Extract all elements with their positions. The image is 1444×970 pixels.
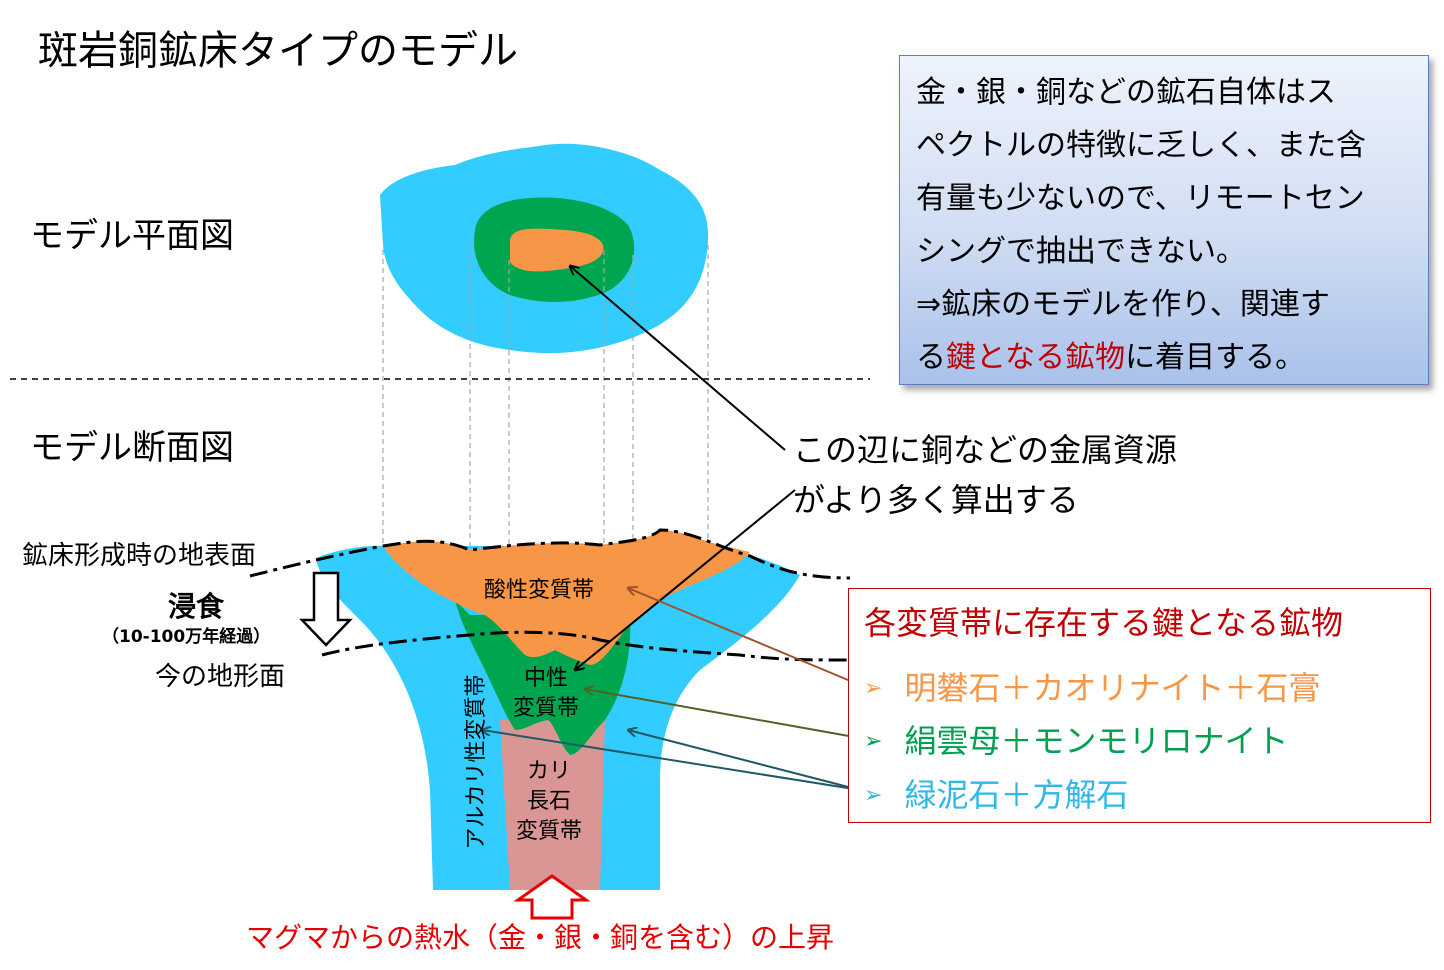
present-surface-line bbox=[321, 630, 851, 662]
note-key-mineral-highlight: 鍵となる鉱物 bbox=[946, 340, 1126, 375]
section-orange-zone bbox=[383, 530, 750, 665]
metal-resource-callout: この辺に銅などの金属資源 がより多く算出する bbox=[793, 425, 1177, 525]
plan-view-label: モデル平面図 bbox=[30, 216, 234, 256]
note-line: シングで抽出できない。 bbox=[916, 234, 1246, 269]
key-mineral-text: 絹雲母＋モンモリロナイト bbox=[904, 722, 1289, 760]
potassic-zone-line-1: カリ bbox=[527, 759, 572, 784]
acid-zone-label: 酸性変質帯 bbox=[484, 578, 595, 603]
callout-arrow-to-section bbox=[575, 489, 796, 670]
alkaline-zone-pointer-left bbox=[482, 730, 861, 791]
key-mineral-item-alkaline: ➢ 緑泥石＋方解石 bbox=[864, 770, 1128, 816]
note-box: 金・銀・銅などの鉱石自体はス ペクトルの特徴に乏しく、また含 有量も少ないので、… bbox=[899, 55, 1429, 385]
intermediate-zone-label: 中性 変質帯 bbox=[513, 664, 579, 724]
section-pink-zone bbox=[500, 720, 605, 890]
alkaline-zone-label: アルカリ性変質帯 bbox=[464, 674, 489, 850]
projection-lines bbox=[382, 245, 709, 720]
intermediate-zone-line-1: 中性 bbox=[524, 666, 569, 691]
note-line: 金・銀・銅などの鉱石自体はス bbox=[916, 75, 1336, 110]
key-mineral-text: 明礬石＋カオリナイト＋石膏 bbox=[904, 669, 1321, 707]
key-minerals-box bbox=[848, 588, 1431, 823]
arrow-bullet-icon: ➢ bbox=[864, 676, 883, 701]
callout-arrow-to-plan bbox=[570, 266, 786, 451]
note-line: 有量も少ないので、リモートセン bbox=[916, 181, 1365, 216]
arrow-bullet-icon: ➢ bbox=[864, 783, 883, 808]
callout-line-2: がより多く算出する bbox=[793, 481, 1079, 519]
potassic-zone-line-2: 長石 bbox=[527, 789, 572, 814]
note-last-suffix: に着目する。 bbox=[1125, 340, 1306, 375]
intermediate-zone-line-2: 変質帯 bbox=[513, 696, 580, 721]
arrow-bullet-icon: ➢ bbox=[864, 729, 883, 754]
alkaline-zone-pointer-right bbox=[628, 730, 861, 791]
erosion-label: 浸食 bbox=[168, 590, 225, 623]
magma-hydrothermal-label: マグマからの熱水（金・銀・銅を含む）の上昇 bbox=[246, 921, 835, 954]
potassic-zone-label: カリ 長石 変質帯 bbox=[516, 757, 582, 847]
page-title: 斑岩銅鉱床タイプのモデル bbox=[38, 28, 518, 74]
plan-view bbox=[380, 143, 709, 354]
key-minerals-title: 各変質帯に存在する鍵となる鉱物 bbox=[864, 604, 1344, 642]
plan-orange-zone bbox=[510, 228, 604, 272]
note-line: ⇒鉱床のモデルを作り、関連す bbox=[916, 287, 1330, 322]
key-mineral-item-intermediate: ➢ 絹雲母＋モンモリロナイト bbox=[864, 716, 1288, 762]
paleo-surface-label: 鉱床形成時の地表面 bbox=[22, 541, 257, 571]
note-line: る鍵となる鉱物に着目する。 bbox=[916, 331, 1416, 384]
key-mineral-text: 緑泥石＋方解石 bbox=[904, 776, 1129, 814]
section-view-label: モデル断面図 bbox=[30, 428, 234, 468]
erosion-down-arrow bbox=[299, 571, 353, 647]
intermediate-zone-pointer bbox=[585, 689, 861, 739]
cross-section bbox=[249, 528, 851, 920]
erosion-years-label: （10-100万年経過） bbox=[102, 627, 271, 647]
magma-up-arrow bbox=[513, 874, 591, 920]
paleo-surface-line bbox=[249, 528, 851, 580]
key-mineral-item-acid: ➢ 明礬石＋カオリナイト＋石膏 bbox=[864, 663, 1320, 709]
acid-zone-pointer bbox=[628, 588, 861, 686]
note-last-prefix: る bbox=[916, 340, 946, 375]
present-surface-label: 今の地形面 bbox=[155, 662, 286, 692]
callout-line-1: この辺に銅などの金属資源 bbox=[793, 431, 1178, 469]
potassic-zone-line-3: 変質帯 bbox=[516, 819, 583, 844]
note-line: ペクトルの特徴に乏しく、また含 bbox=[916, 128, 1366, 163]
